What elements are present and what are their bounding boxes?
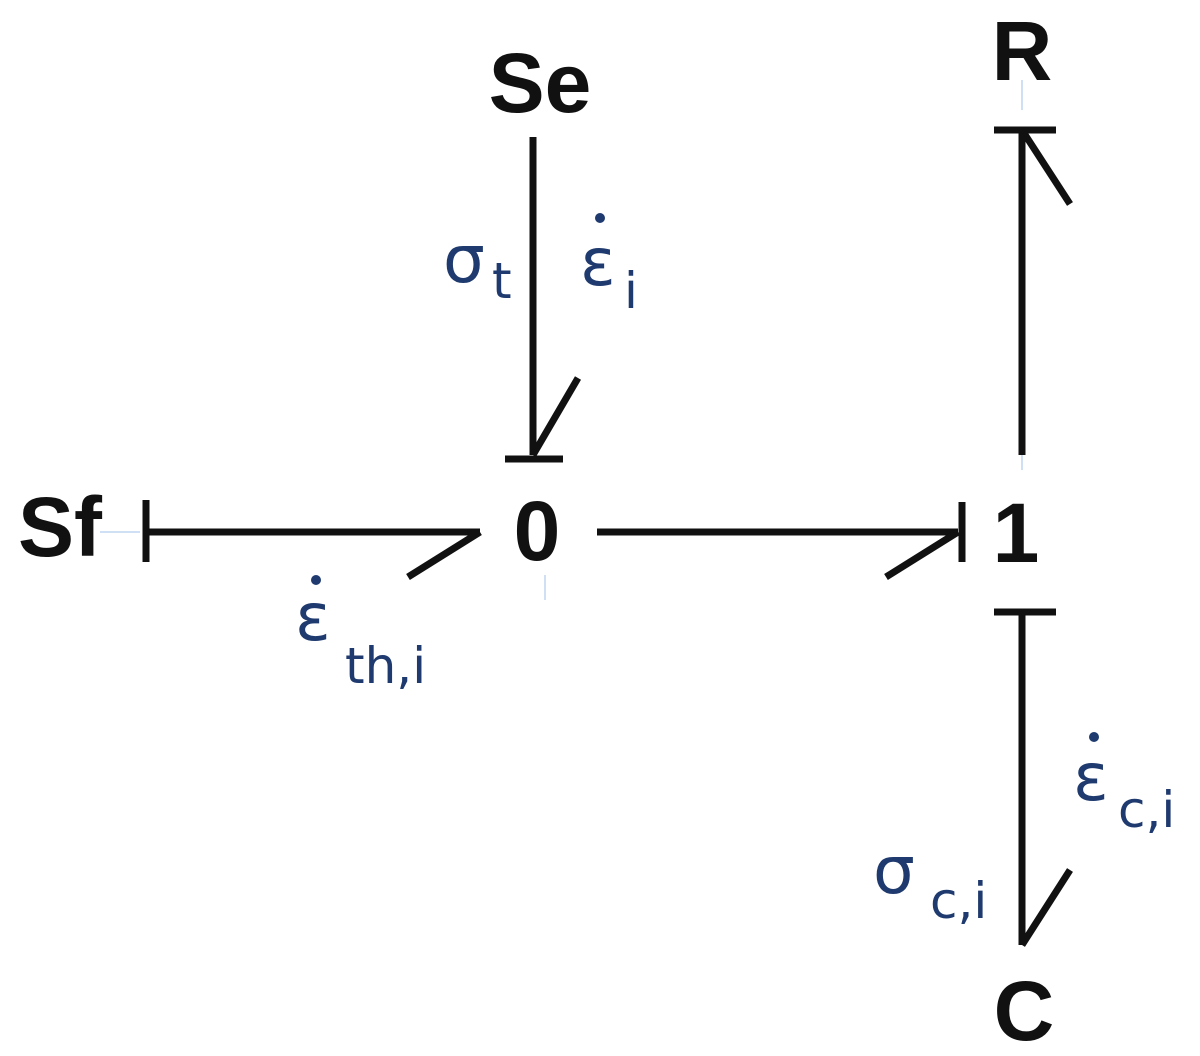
guide-lines: [100, 80, 1023, 600]
sigma-t-sub: t: [492, 252, 512, 310]
eps-i-sub: i: [624, 262, 638, 320]
dot-accent: [595, 213, 605, 223]
bond-one-r: [994, 126, 1073, 455]
dot-accent: [311, 575, 321, 585]
dot-accent: [1089, 732, 1099, 742]
node-c: C: [994, 964, 1055, 1056]
sigma-c-i-sub: c,i: [930, 872, 987, 930]
label-sigma-t: σ t: [443, 221, 512, 310]
sigma-t-base: σ: [443, 221, 485, 298]
bond-sf-zero: [142, 500, 482, 580]
node-se: Se: [489, 36, 592, 130]
label-sigma-c-i: σ c,i: [873, 832, 987, 930]
bond-se-zero: [505, 137, 582, 463]
label-eps-c-i: ε c,i: [1073, 732, 1175, 839]
half-arrow: [406, 529, 482, 580]
node-sf: Sf: [18, 480, 103, 574]
eps-th-i-base: ε: [295, 579, 331, 656]
bond-zero-one: [597, 502, 966, 580]
label-eps-i: ε i: [580, 213, 638, 320]
eps-th-i-sub: th,i: [345, 637, 426, 695]
eps-c-i-base: ε: [1073, 739, 1109, 816]
eps-c-i-sub: c,i: [1118, 781, 1175, 839]
half-arrow: [1019, 128, 1073, 206]
sigma-c-i-base: σ: [873, 832, 915, 909]
node-r: R: [992, 4, 1053, 98]
half-arrow: [1019, 868, 1073, 947]
label-eps-th-i: ε th,i: [295, 575, 426, 695]
half-arrow: [884, 529, 960, 580]
half-arrow: [529, 376, 582, 457]
bond-one-c: [994, 608, 1073, 947]
node-one: 1: [993, 486, 1040, 580]
eps-i-base: ε: [580, 224, 616, 301]
node-zero: 0: [514, 484, 561, 578]
